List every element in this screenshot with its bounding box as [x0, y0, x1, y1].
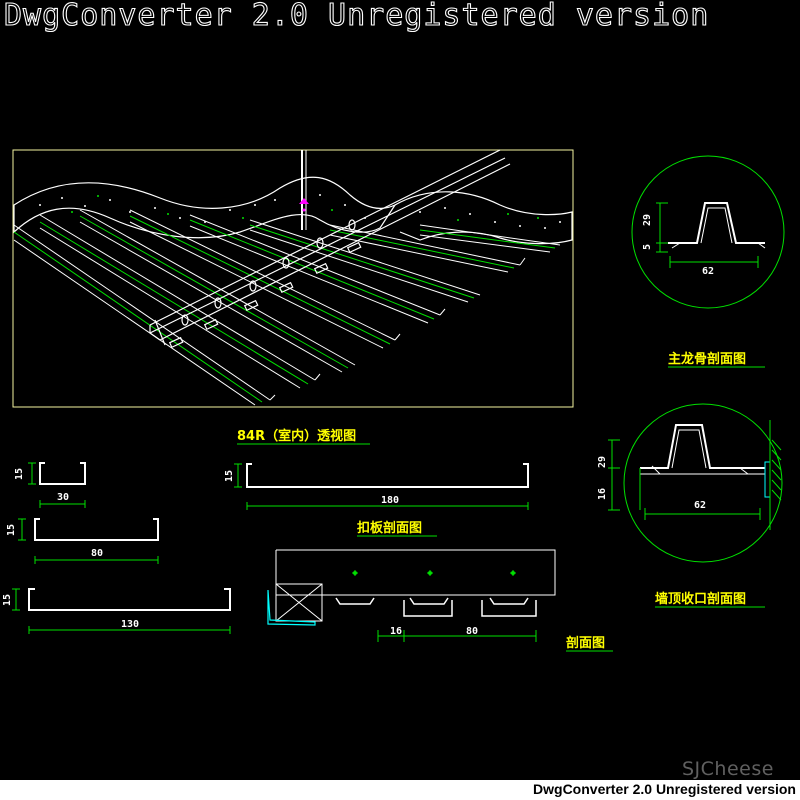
caption-main-keel: 主龙骨剖面图 — [668, 351, 746, 367]
profile-30: 15 30 — [14, 462, 86, 508]
wall-hatch — [764, 461, 771, 498]
dim-wall-top-width: 62 — [694, 500, 706, 511]
dim-profile-130-width: 130 — [121, 619, 139, 630]
main-keel-detail: 29 5 62 主龙骨剖面图 — [631, 155, 785, 368]
dim-profile-130-height: 15 — [2, 594, 13, 606]
caption-panel-section: 扣板剖面图 — [357, 520, 422, 536]
detail-circle-top — [631, 155, 785, 309]
perspective-view — [12, 149, 574, 408]
dim-wall-top-height: 29 — [597, 456, 608, 468]
dim-profile-30-width: 30 — [57, 492, 69, 503]
keel-profile-bottom — [640, 424, 765, 469]
watermark-top: DwgConverter 2.0 Unregistered version — [3, 0, 710, 34]
dim-wall-top-lower: 16 — [597, 488, 608, 500]
wall-top-detail: 29 16 62 墙顶收口剖面图 — [597, 403, 783, 608]
dim-main-keel-width: 62 — [702, 266, 714, 277]
strip-edges — [13, 215, 556, 403]
ceiling-strips — [13, 209, 561, 406]
dim-section-width: 80 — [466, 626, 478, 637]
keel-profile-top — [668, 202, 765, 244]
footer-bar: DwgConverter 2.0 Unregistered version — [0, 780, 800, 800]
hanger-rod — [299, 150, 309, 230]
caption-wall-top: 墙顶收口剖面图 — [655, 591, 746, 607]
perspective-frame — [12, 149, 574, 408]
dim-section-gap: 16 — [390, 626, 402, 637]
dim-profile-80-width: 80 — [91, 548, 103, 559]
section-view: 16 80 剖面图 — [267, 549, 613, 652]
detail-circle-bottom — [623, 403, 783, 563]
caption-section-view: 剖面图 — [566, 635, 605, 651]
profile-130: 15 130 — [2, 588, 231, 634]
dim-main-keel-height: 29 — [642, 214, 653, 226]
dim-panel-width: 180 — [381, 495, 399, 506]
site-watermark: SJCheese — [682, 758, 774, 780]
dim-main-keel-lip: 5 — [642, 244, 653, 250]
dim-profile-80-height: 15 — [6, 524, 17, 536]
main-keel-rail — [149, 149, 511, 349]
profile-80: 15 80 — [6, 518, 159, 564]
watermark-bottom: DwgConverter 2.0 Unregistered version — [533, 781, 796, 797]
panel-section-180: 15 180 扣板剖面图 — [224, 463, 529, 537]
dim-panel-height: 15 — [224, 470, 235, 482]
dim-profile-30-height: 15 — [14, 468, 25, 480]
caption-perspective: 84R（室内）透视图 — [237, 428, 356, 444]
